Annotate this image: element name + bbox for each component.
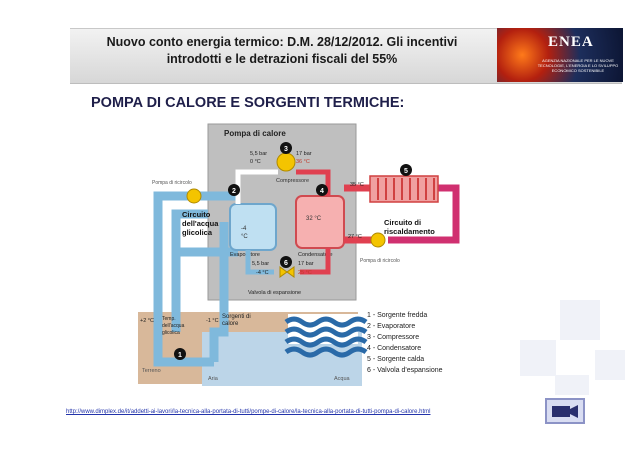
compressor-label: Compressore <box>276 178 309 184</box>
legend-item: 2 - Evaporatore <box>367 323 416 330</box>
svg-text:5,5 bar: 5,5 bar <box>250 151 267 157</box>
svg-text:27 °C: 27 °C <box>348 234 362 240</box>
svg-text:glicolica: glicolica <box>182 228 213 237</box>
svg-text:calore: calore <box>222 321 239 327</box>
decor-square <box>560 300 600 340</box>
evaporator-label: Evaporatore <box>230 252 260 258</box>
marker-2 <box>228 184 240 196</box>
svg-text:3: 3 <box>284 146 288 153</box>
svg-text:dell'acqua: dell'acqua <box>182 219 219 228</box>
svg-text:dell'acqua: dell'acqua <box>162 323 185 329</box>
svg-text:Pompa di ricircolo: Pompa di ricircolo <box>360 258 400 264</box>
glycol-circuit-label: Circuito <box>182 210 211 219</box>
svg-text:Terreno: Terreno <box>142 368 161 374</box>
svg-text:17 bar: 17 bar <box>296 151 312 157</box>
evaporator <box>229 203 277 251</box>
enea-logo-text: ENEA <box>548 34 594 50</box>
glycol-loop-inner <box>171 209 208 332</box>
legend-item: 3 - Compressore <box>367 334 420 341</box>
decor-square <box>520 340 556 376</box>
marker-6 <box>280 256 292 268</box>
marker-1 <box>174 348 186 360</box>
svg-text:6: 6 <box>284 260 288 267</box>
svg-text:riscaldamento: riscaldamento <box>384 227 435 236</box>
enea-logo <box>497 28 623 82</box>
svg-text:25 °C: 25 °C <box>298 270 312 276</box>
svg-text:Acqua: Acqua <box>334 376 351 382</box>
svg-text:-1 °C: -1 °C <box>206 318 219 324</box>
svg-text:5,5 bar: 5,5 bar <box>252 261 269 267</box>
cond-temp: 32 °C <box>306 216 322 222</box>
circulation-pump-left <box>186 188 202 204</box>
svg-text:Aria: Aria <box>208 376 219 382</box>
compressor <box>276 152 296 172</box>
valve-label: Valvola di espansione <box>248 290 301 296</box>
heating-circuit-label: Circuito di <box>384 218 421 227</box>
decor-square <box>595 350 625 380</box>
condenser <box>295 195 345 249</box>
diagram-legend: 1 - Sorgente fredda 2 - Evaporatore 3 - … <box>367 310 443 376</box>
svg-text:glicolica: glicolica <box>162 330 180 336</box>
svg-text:-4 °C: -4 °C <box>256 270 269 276</box>
legend-item: 1 - Sorgente fredda <box>367 312 428 319</box>
svg-text:1: 1 <box>178 352 182 359</box>
marker-3 <box>280 142 292 154</box>
svg-text:17 bar: 17 bar <box>298 261 314 267</box>
marker-5 <box>400 164 412 176</box>
heat-pump-diagram: Pompa di calore -4 °C Evaporatore 32 °C … <box>138 123 460 386</box>
legend-item: 6 - Valvola d'espansione <box>367 367 443 374</box>
svg-text:0 °C: 0 °C <box>250 159 261 165</box>
svg-text:2: 2 <box>232 188 236 195</box>
svg-text:+2 °C: +2 °C <box>140 318 154 324</box>
enea-logo-subtitle: AGENZIA NAZIONALE PER LE NUOVE TECNOLOGI… <box>537 58 619 73</box>
expansion-valve <box>279 266 295 278</box>
evap-temp-unit: °C <box>241 234 248 240</box>
heating-loop <box>388 184 460 244</box>
video-camera-icon <box>552 405 578 418</box>
section-title: POMPA DI CALORE E SORGENTI TERMICHE: <box>91 95 405 111</box>
legend-item: 4 - Condensatore <box>367 345 422 352</box>
svg-text:36 °C: 36 °C <box>296 159 310 165</box>
video-button[interactable] <box>545 398 585 424</box>
evap-temp: -4 <box>241 226 247 232</box>
slide-title: Nuovo conto energia termico: D.M. 28/12/… <box>72 34 492 68</box>
legend-item: 5 - Sorgente calda <box>367 356 425 363</box>
decor-square <box>555 375 589 395</box>
radiator-hot-source <box>369 175 439 203</box>
water-waves <box>284 316 368 358</box>
svg-text:4: 4 <box>320 188 324 195</box>
condenser-label: Condensatore <box>298 252 333 258</box>
svg-text:Sorgenti di: Sorgenti di <box>222 314 251 320</box>
slide-title-line2: introdotti e le detrazioni fiscali del 5… <box>166 52 398 66</box>
svg-text:5: 5 <box>404 168 408 175</box>
svg-text:35 °C: 35 °C <box>350 182 364 188</box>
marker-4 <box>316 184 328 196</box>
heat-pump-title: Pompa di calore <box>224 129 286 138</box>
circulation-pump-right <box>370 232 386 248</box>
svg-text:Pompa di ricircolo: Pompa di ricircolo <box>152 180 192 186</box>
slide-title-line1: Nuovo conto energia termico: D.M. 28/12/… <box>106 35 458 49</box>
source-link[interactable]: http://www.dimplex.de/it/addetti-ai-lavo… <box>66 409 431 415</box>
svg-text:Temp.: Temp. <box>162 316 176 322</box>
